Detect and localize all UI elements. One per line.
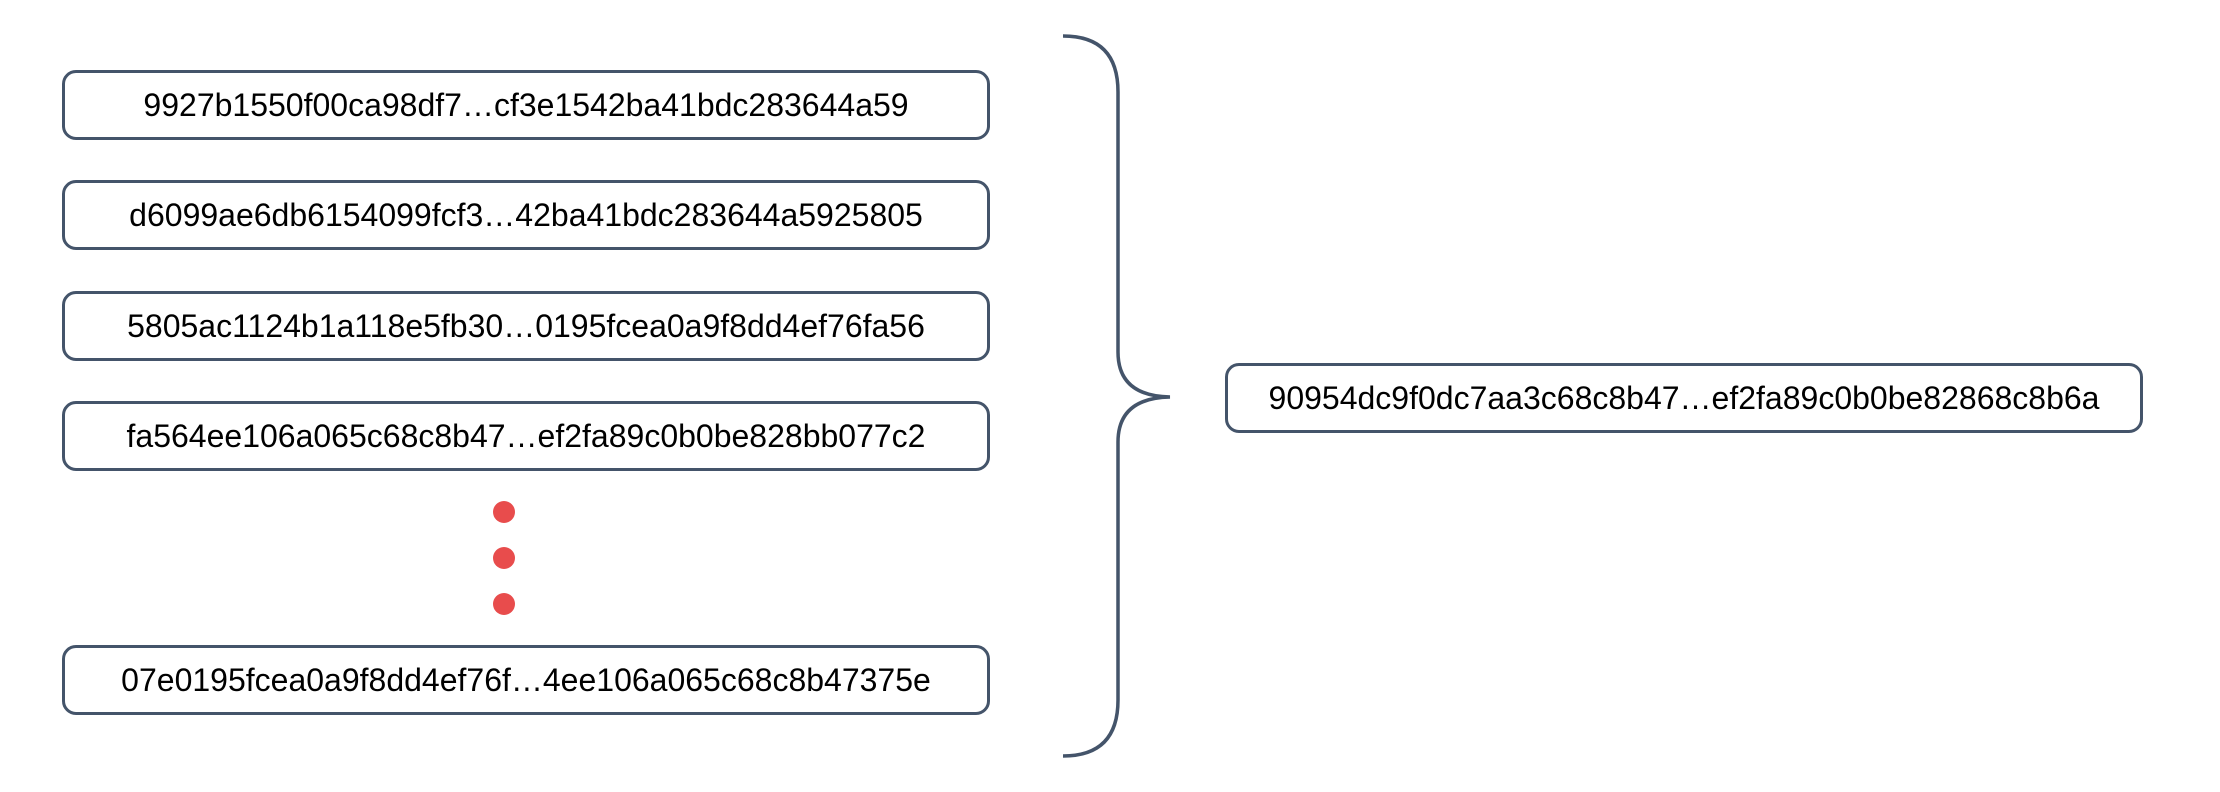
vertical-ellipsis-dot-1 — [493, 501, 515, 523]
input-hash-box-1: 9927b1550f00ca98df7…cf3e1542ba41bdc28364… — [62, 70, 990, 140]
vertical-ellipsis-dot-2 — [493, 547, 515, 569]
input-hash-text-4: fa564ee106a065c68c8b47…ef2fa89c0b0be828b… — [126, 418, 926, 454]
output-hash-text: 90954dc9f0dc7aa3c68c8b47…ef2fa89c0b0be82… — [1268, 380, 2100, 416]
input-hash-text-1: 9927b1550f00ca98df7…cf3e1542ba41bdc28364… — [143, 87, 909, 123]
input-hash-box-3: 5805ac1124b1a118e5fb30…0195fcea0a9f8dd4e… — [62, 291, 990, 361]
input-hash-text-2: d6099ae6db6154099fcf3…42ba41bdc283644a59… — [129, 197, 923, 233]
output-hash-box: 90954dc9f0dc7aa3c68c8b47…ef2fa89c0b0be82… — [1225, 363, 2143, 433]
vertical-ellipsis-dot-3 — [493, 593, 515, 615]
input-hash-text-5: 07e0195fcea0a9f8dd4ef76f…4ee106a065c68c8… — [121, 662, 931, 698]
input-hash-box-2: d6099ae6db6154099fcf3…42ba41bdc283644a59… — [62, 180, 990, 250]
input-hash-box-4: fa564ee106a065c68c8b47…ef2fa89c0b0be828b… — [62, 401, 990, 471]
input-hash-text-3: 5805ac1124b1a118e5fb30…0195fcea0a9f8dd4e… — [127, 308, 925, 344]
input-hash-box-5: 07e0195fcea0a9f8dd4ef76f…4ee106a065c68c8… — [62, 645, 990, 715]
